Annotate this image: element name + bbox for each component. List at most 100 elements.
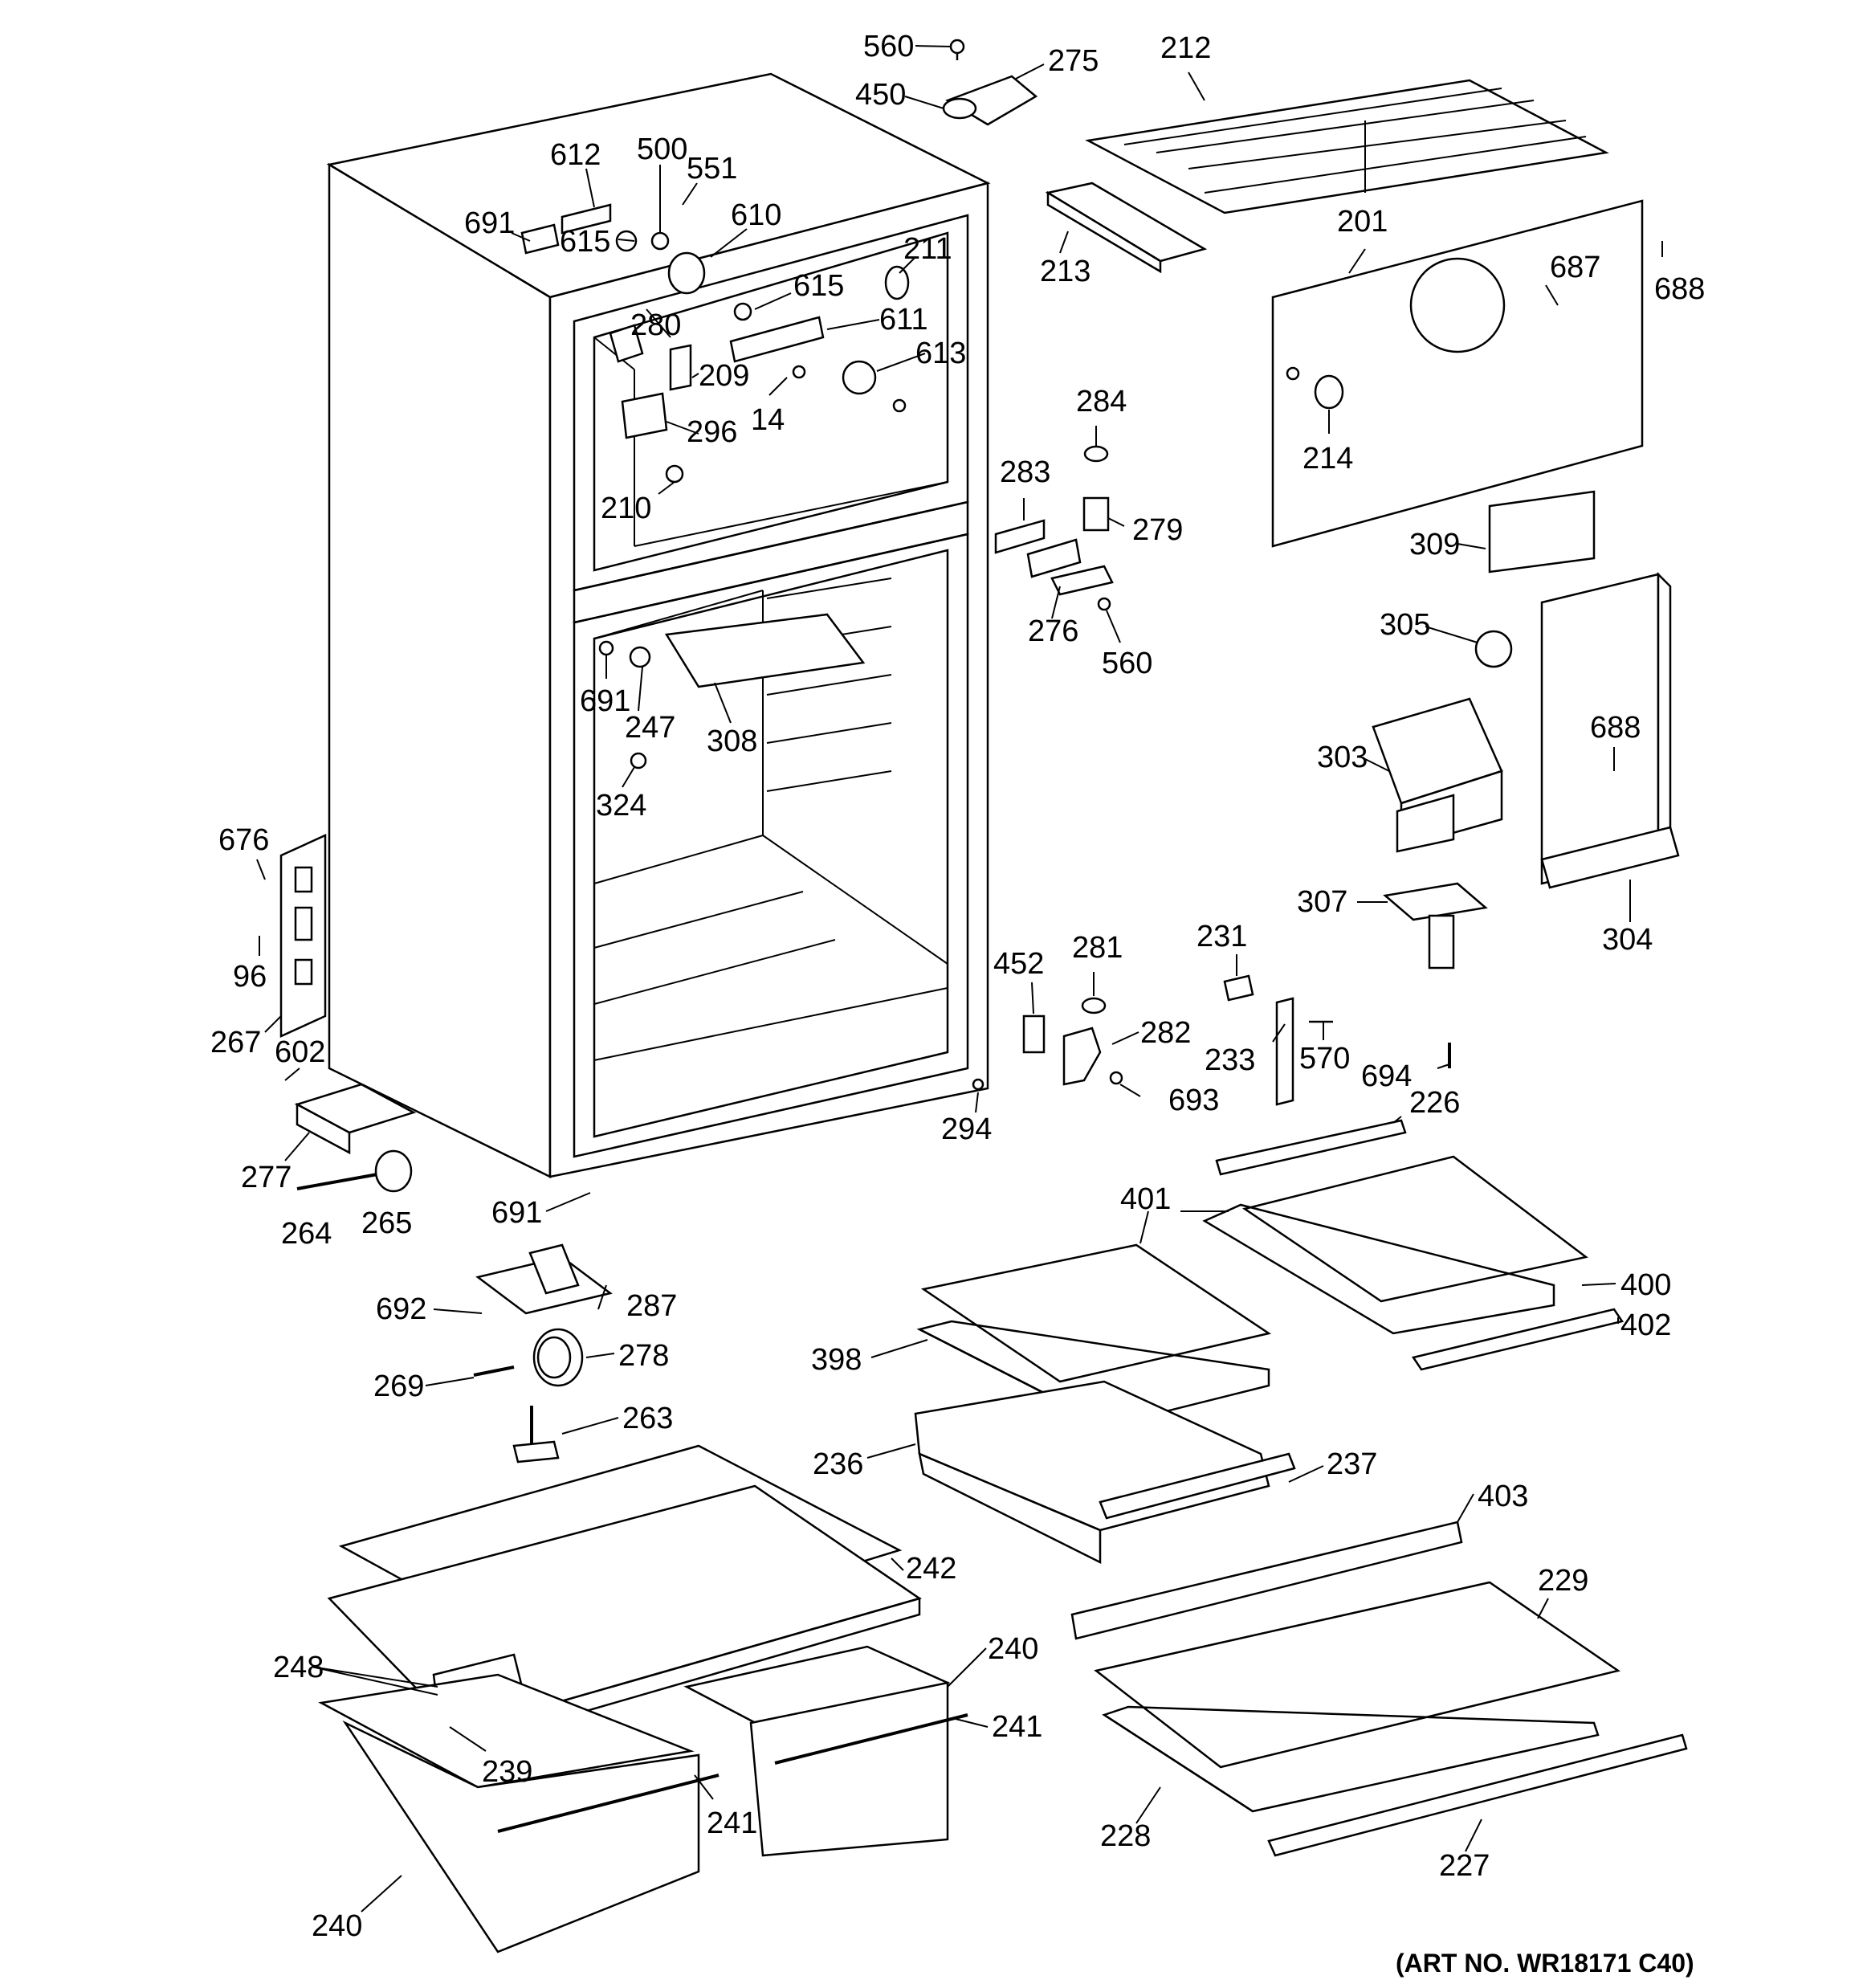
thermostat-parts xyxy=(994,445,1114,611)
callout-570: 570 xyxy=(1299,1042,1350,1076)
callout-294: 294 xyxy=(941,1112,992,1146)
glass-shelf-400 xyxy=(1202,1155,1588,1335)
air-duct xyxy=(1372,697,1503,853)
callout-280: 280 xyxy=(630,308,681,342)
callout-14: 14 xyxy=(751,403,785,437)
callout-287: 287 xyxy=(626,1289,677,1323)
leader-lines xyxy=(256,45,1663,1912)
callout-263: 263 xyxy=(622,1402,673,1435)
callout-276: 276 xyxy=(1028,614,1078,648)
callout-400: 400 xyxy=(1620,1268,1671,1302)
shelf-rail-402 xyxy=(1411,1308,1625,1371)
callout-269: 269 xyxy=(373,1370,424,1403)
callout-296: 296 xyxy=(687,415,737,449)
callout-693: 693 xyxy=(1168,1084,1219,1117)
air-damper xyxy=(1383,882,1488,970)
callout-275: 275 xyxy=(1048,44,1099,78)
mullion-parts xyxy=(972,974,1451,1106)
crisper-drawer-236 xyxy=(914,1380,1296,1565)
callout-688: 688 xyxy=(1654,272,1705,306)
callout-213: 213 xyxy=(1040,255,1090,288)
shelf-frame-228 xyxy=(1102,1705,1600,1813)
callout-560: 560 xyxy=(863,30,914,63)
shelf-rail-226 xyxy=(1215,1119,1407,1176)
callout-691: 691 xyxy=(464,206,515,240)
callout-694: 694 xyxy=(1361,1059,1412,1093)
callout-401: 401 xyxy=(1120,1182,1171,1216)
callout-691-b: 691 xyxy=(580,684,630,718)
callout-226: 226 xyxy=(1409,1086,1460,1120)
callout-284: 284 xyxy=(1076,385,1127,418)
callout-613: 613 xyxy=(915,337,966,370)
callout-231: 231 xyxy=(1196,920,1247,953)
ice-tray xyxy=(1045,182,1208,274)
callout-309: 309 xyxy=(1409,528,1460,561)
callout-500: 500 xyxy=(637,133,687,166)
callout-452: 452 xyxy=(993,947,1044,981)
axle-264 xyxy=(296,1173,378,1190)
callout-303: 303 xyxy=(1317,741,1368,774)
callout-248: 248 xyxy=(273,1651,324,1684)
side-hinge-bracket xyxy=(279,834,327,1038)
crisper-pan-240-left xyxy=(318,1673,720,1953)
callout-676: 676 xyxy=(218,823,269,857)
callout-209: 209 xyxy=(699,359,749,393)
callout-324: 324 xyxy=(596,789,646,823)
callout-241-b: 241 xyxy=(707,1806,757,1840)
callout-278: 278 xyxy=(618,1339,669,1373)
callout-602: 602 xyxy=(275,1035,325,1069)
callout-308: 308 xyxy=(707,725,757,758)
leveling-leg-263 xyxy=(512,1406,560,1463)
callout-210: 210 xyxy=(601,492,651,525)
callout-labels: 560 275 450 212 612 500 551 610 691 615 … xyxy=(210,30,1705,1943)
callout-281: 281 xyxy=(1072,931,1123,965)
top-hinge xyxy=(942,39,1038,126)
label-309 xyxy=(1488,490,1596,574)
roller-278 xyxy=(532,1328,584,1387)
crisper-pan-240-right xyxy=(683,1645,968,1857)
callout-692: 692 xyxy=(376,1292,426,1326)
callout-687: 687 xyxy=(1550,251,1600,284)
callout-611: 611 xyxy=(879,303,928,337)
callout-240: 240 xyxy=(988,1632,1038,1666)
callout-264: 264 xyxy=(281,1217,332,1251)
callout-450: 450 xyxy=(855,78,906,112)
callout-283: 283 xyxy=(1000,455,1050,489)
callout-560-b: 560 xyxy=(1102,647,1152,680)
callout-240-b: 240 xyxy=(312,1909,362,1943)
callout-96: 96 xyxy=(233,960,267,994)
callout-691-c: 691 xyxy=(491,1196,542,1230)
callout-612: 612 xyxy=(550,138,601,172)
callout-615-b: 615 xyxy=(793,269,844,303)
callout-688-b: 688 xyxy=(1590,711,1641,745)
callout-247: 247 xyxy=(625,711,675,745)
callout-277: 277 xyxy=(241,1161,291,1194)
callout-402: 402 xyxy=(1620,1308,1671,1342)
callout-212: 212 xyxy=(1160,31,1211,65)
shelf-rail-227 xyxy=(1267,1733,1688,1857)
callout-201: 201 xyxy=(1337,205,1388,239)
callout-236: 236 xyxy=(813,1447,863,1481)
callout-551: 551 xyxy=(687,152,737,186)
callout-279: 279 xyxy=(1132,513,1183,547)
roller-265 xyxy=(374,1149,413,1193)
callout-304: 304 xyxy=(1602,923,1653,957)
art-number: (ART NO. WR18171 C40) xyxy=(1396,1949,1694,1978)
glass-shelf-401 xyxy=(920,1243,1272,1383)
callout-239: 239 xyxy=(482,1755,532,1789)
callout-214: 214 xyxy=(1302,442,1353,476)
callout-237: 237 xyxy=(1327,1447,1377,1481)
callout-610: 610 xyxy=(731,198,781,232)
roller-bracket xyxy=(475,1243,613,1315)
callout-227: 227 xyxy=(1439,1849,1490,1883)
callout-282: 282 xyxy=(1140,1016,1191,1050)
callout-307: 307 xyxy=(1297,885,1347,919)
callout-305: 305 xyxy=(1380,608,1430,642)
fan-blade-305 xyxy=(1474,630,1513,668)
glass-shelf-229 xyxy=(1094,1581,1621,1769)
callout-211: 211 xyxy=(903,232,952,266)
callout-242: 242 xyxy=(906,1552,956,1586)
shelf-rail-403 xyxy=(1070,1521,1463,1640)
callout-229: 229 xyxy=(1538,1564,1588,1598)
